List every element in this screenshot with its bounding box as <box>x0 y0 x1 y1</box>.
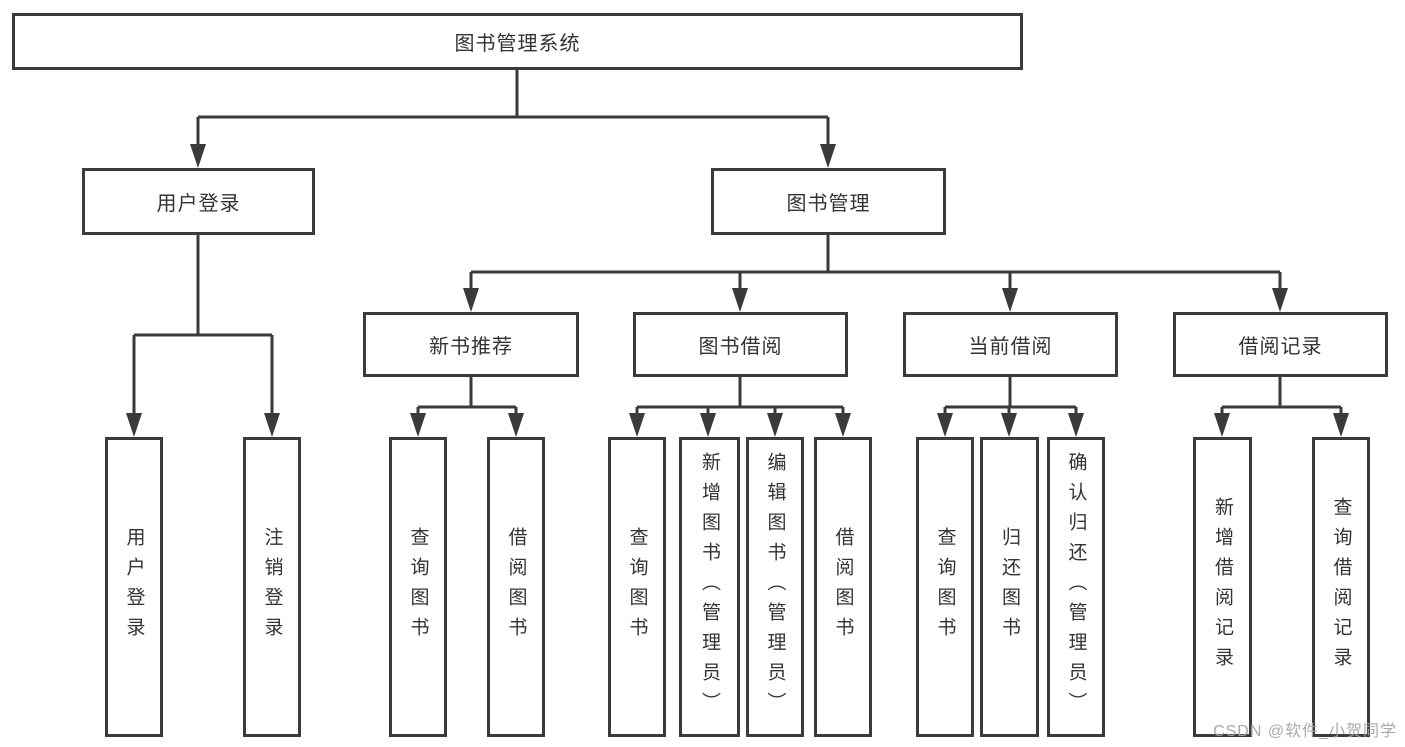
arrowheads <box>126 144 1349 437</box>
leaf-label: 新增借阅记录 <box>1212 497 1233 677</box>
leaf-label: 编辑图书（管理员） <box>764 452 786 722</box>
leaf-label: 查询图书 <box>407 527 429 647</box>
node-book-management: 图书管理 <box>711 168 946 235</box>
node-new-book-recommendation: 新书推荐 <box>363 312 579 377</box>
leaf-borrow-books-recommend: 借阅图书 <box>487 437 545 737</box>
leaf-label: 注销登录 <box>261 527 283 647</box>
leaf-return-books: 归还图书 <box>980 437 1039 737</box>
node-current-borrowing: 当前借阅 <box>903 312 1118 377</box>
leaf-confirm-return-admin: 确认归还（管理员） <box>1047 437 1105 737</box>
leaf-label: 确认归还（管理员） <box>1065 452 1087 722</box>
leaf-label: 用户登录 <box>123 527 145 647</box>
leaf-query-borrow-record: 查询借阅记录 <box>1312 437 1370 737</box>
leaf-label: 借阅图书 <box>505 527 527 647</box>
leaf-add-borrow-record: 新增借阅记录 <box>1193 437 1252 737</box>
node-library-system: 图书管理系统 <box>12 13 1023 70</box>
leaf-query-books-current: 查询图书 <box>916 437 974 737</box>
leaf-add-books-admin: 新增图书（管理员） <box>679 437 740 737</box>
leaf-logout: 注销登录 <box>243 437 301 737</box>
leaf-user-login: 用户登录 <box>105 437 163 737</box>
leaf-edit-books-admin: 编辑图书（管理员） <box>746 437 804 737</box>
leaf-label: 查询图书 <box>934 527 956 647</box>
leaf-label: 新增图书（管理员） <box>699 452 720 722</box>
leaf-query-books-borrowing: 查询图书 <box>608 437 666 737</box>
leaf-label: 归还图书 <box>999 527 1020 647</box>
node-borrowing-records: 借阅记录 <box>1173 312 1388 377</box>
leaf-label: 查询图书 <box>626 527 648 647</box>
leaf-query-books-recommend: 查询图书 <box>389 437 447 737</box>
leaf-borrow-books-borrowing: 借阅图书 <box>814 437 872 737</box>
csdn-watermark: CSDN @软件_小贺同学 <box>1213 723 1397 740</box>
node-book-borrowing: 图书借阅 <box>633 312 848 377</box>
leaf-label: 查询借阅记录 <box>1330 497 1352 677</box>
node-user-login: 用户登录 <box>82 168 315 235</box>
leaf-label: 借阅图书 <box>832 527 854 647</box>
